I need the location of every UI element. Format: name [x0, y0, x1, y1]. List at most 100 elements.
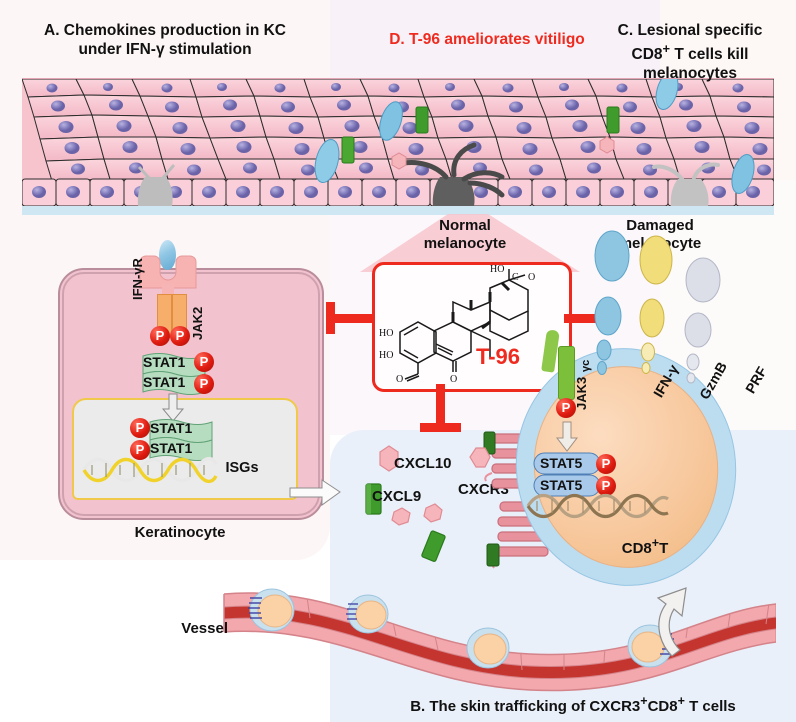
panel-c-cd8-superscript: +: [662, 40, 671, 56]
epidermis-tcell-blue-3: [731, 154, 755, 194]
cxcl9-particle-1: [365, 483, 382, 515]
t96-carbonyl-oxygen: O: [528, 272, 535, 283]
stat5-translocation-arrow: [555, 421, 579, 452]
cxcl10-particle-3: [423, 503, 443, 523]
isg-dna-helix: [82, 456, 218, 484]
panel-b-title-pre: B. The skin trafficking of CXCR3: [410, 698, 641, 715]
jak3-chain-icon: [558, 346, 575, 400]
cxcl10-label: CXCL10: [394, 455, 452, 472]
blood-vessel: [220, 576, 780, 692]
epidermis-cxcl9-cylinder-1: [415, 106, 429, 134]
phospho-jak3: P: [556, 398, 576, 418]
ifn-gamma-ligand-icon: [159, 240, 176, 270]
melanocyte-damaged-gray: [652, 162, 720, 206]
cd8-t-cell-label: CD8+T: [600, 536, 690, 558]
cxcl9-particle-2: [421, 530, 446, 562]
panel-b-title-mid: CD8: [647, 698, 678, 715]
ifn-gamma-receptor-icon: [136, 252, 200, 289]
panel-b-sup-1: +: [640, 694, 648, 708]
t96-ketone-oxygen: O: [450, 374, 457, 385]
ifn-gamma-granule-stream: [594, 230, 630, 375]
cxcl10-particle-2: [391, 507, 411, 526]
isgs-label: ISGs: [225, 460, 259, 476]
epidermis-tcell-blue-2: [314, 138, 340, 184]
ifn-gamma-receptor-label: IFN-γR: [130, 258, 145, 300]
cytotoxic-granule-streams: [586, 230, 786, 388]
melanocyte-normal-dark: [401, 142, 505, 206]
epidermis-tcell-blue-1: [379, 101, 403, 141]
gzmb-granule-stream: [639, 235, 673, 374]
panel-c-title: C. Lesional specific CD8+ T cells kill m…: [584, 22, 796, 84]
phospho-stat1-nuc-upper: P: [130, 418, 150, 438]
melanocyte-highlight-cone: [360, 214, 580, 272]
panel-b-sup-2: +: [677, 694, 685, 708]
t96-inhibition-arrow-down: [412, 384, 468, 432]
phospho-stat5-upper: P: [596, 454, 616, 474]
cxcl10-particle-1: [379, 445, 399, 472]
phospho-stat1-cyto-upper: P: [194, 352, 214, 372]
t96-carbonyl-carbon: C: [512, 272, 519, 283]
chemokine-field: [350, 440, 530, 562]
panel-c-cd8-text: CD8: [631, 46, 663, 64]
t96-hydroxyl-top: HO: [490, 264, 504, 275]
cd8-t-cell-dna-helix: [526, 492, 669, 520]
stat1-cytoplasmic-dimer: [141, 352, 207, 398]
stat5-label-upper: STAT5: [540, 455, 583, 471]
stat5-dimer: [533, 452, 603, 498]
panel-d-title: D. T-96 ameliorates vitiligo: [389, 31, 585, 48]
phospho-stat1-nuc-lower: P: [130, 440, 150, 460]
stat1-nuc-label-upper: STAT1: [150, 420, 193, 436]
stat1-cyto-label-upper: STAT1: [143, 354, 186, 370]
chemokine-export-arrow: [289, 478, 342, 508]
panel-b-title-post: T cells: [684, 698, 736, 715]
damaged-melanocyte-label-l1: Damaged: [626, 217, 694, 234]
epidermis-cells: [22, 79, 774, 215]
panel-a-title: A. Chemokines production in KC under IFN…: [20, 22, 310, 60]
tcell-migration-arrow: [640, 586, 704, 660]
epidermis-tcell-blue-4: [655, 79, 679, 110]
stat1-cyto-label-lower: STAT1: [143, 374, 186, 390]
phospho-stat5-lower: P: [596, 476, 616, 496]
stat1-translocation-arrow: [161, 393, 185, 422]
phospho-jak2-right: P: [170, 326, 190, 346]
phospho-jak2-left: P: [150, 326, 170, 346]
panel-c-title-line2: CD8+ T cells kill melanocytes: [584, 41, 796, 84]
epidermis-layer: [22, 78, 774, 215]
t96-structure-drawing: HO C O HO HO O O: [378, 264, 560, 385]
panel-a-title-line2: under IFN-γ stimulation: [78, 40, 252, 58]
stat5-label-lower: STAT5: [540, 477, 583, 493]
panel-c-title-rest: T cells kill melanocytes: [643, 46, 749, 82]
phospho-stat1-cyto-lower: P: [194, 374, 214, 394]
normal-melanocyte-label: Normal melanocyte: [410, 217, 520, 253]
melanocyte-gray-left: [137, 164, 176, 206]
jak2-label: JAK2: [190, 306, 205, 340]
normal-melanocyte-label-l2: melanocyte: [423, 235, 507, 252]
panel-b-title: B. The skin trafficking of CXCR3+CD8+ T …: [350, 694, 796, 716]
panel-a-title-line1: A. Chemokines production in KC: [44, 22, 286, 39]
cd8-t-text: T: [659, 540, 669, 557]
bottom-left-background: [0, 560, 330, 722]
stat1-nuc-label-lower: STAT1: [150, 440, 193, 456]
circulating-t-cell-1: [248, 588, 295, 632]
t96-aldehyde-oxygen: O: [396, 374, 403, 385]
epidermis-cxcl9-cylinder-2: [341, 136, 355, 164]
panel-c-title-line1: C. Lesional specific: [617, 22, 763, 39]
keratinocyte-label: Keratinocyte: [134, 524, 226, 541]
t96-compound-box: [372, 262, 572, 392]
epidermis-cxcl9-cylinder-3: [606, 106, 620, 134]
t96-hydroxyl-left-2: HO: [379, 350, 393, 361]
circulating-t-cell-2: [346, 594, 389, 634]
normal-melanocyte-label-l1: Normal: [439, 217, 491, 234]
cd8-text: CD8: [621, 540, 652, 557]
cd8-superscript: +: [651, 536, 660, 550]
cxcl9-label: CXCL9: [372, 488, 422, 505]
epidermis-cxcl10-hex-1: [391, 152, 407, 170]
vessel-label: Vessel: [181, 620, 228, 637]
t96-hydroxyl-left-1: HO: [379, 328, 393, 339]
epidermis-cxcl10-hex-2: [599, 136, 615, 154]
prf-granule-stream: [684, 257, 721, 384]
cxcr3-bound-chemokine: [468, 446, 492, 470]
t96-compound-name: T-96: [476, 344, 521, 369]
t96-inhibition-arrow-left: [326, 290, 374, 346]
